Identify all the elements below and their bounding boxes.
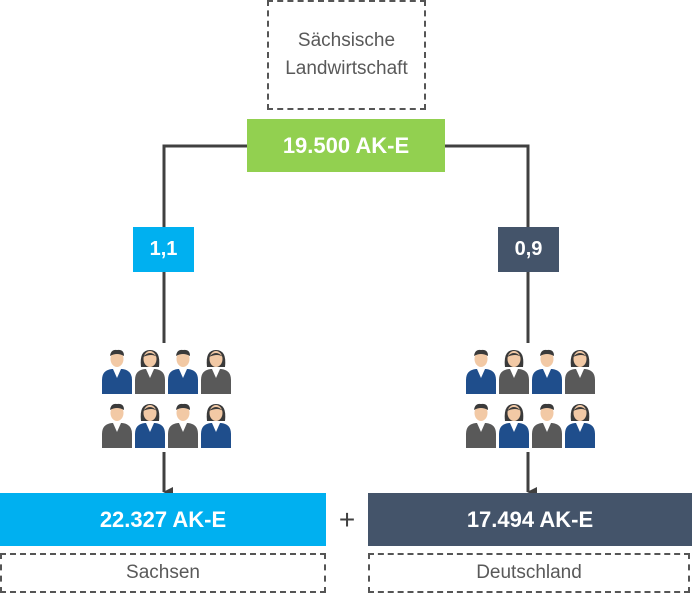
man-icon	[466, 349, 496, 394]
people-group-icon	[466, 349, 595, 448]
top-box: Sächsische Landwirtschaft	[267, 0, 426, 110]
factor-right: 0,9	[498, 227, 559, 272]
result-left-value: 22.327 AK-E	[99, 506, 227, 532]
center-box-value: 19.500 AK-E	[282, 132, 410, 158]
woman-icon	[499, 404, 529, 448]
woman-icon	[135, 350, 165, 394]
man-icon	[532, 349, 562, 394]
result-left: 22.327 AK-E	[0, 493, 326, 546]
man-icon	[168, 403, 198, 448]
factor-right-value: 0,9	[514, 238, 543, 260]
result-right: 17.494 AK-E	[368, 493, 692, 546]
plus-operator: +	[326, 500, 368, 540]
woman-icon	[565, 404, 595, 448]
label-deutschland-text: Deutschland	[476, 562, 582, 583]
plus-symbol: +	[338, 504, 356, 535]
label-sachsen-text: Sachsen	[126, 562, 200, 583]
woman-icon	[565, 350, 595, 394]
woman-icon	[201, 404, 231, 448]
label-sachsen: Sachsen	[0, 553, 326, 593]
result-right-value: 17.494 AK-E	[466, 506, 594, 532]
connector-left	[162, 144, 247, 343]
man-icon	[102, 349, 132, 394]
people-group-icon	[102, 349, 231, 448]
man-icon	[102, 403, 132, 448]
woman-icon	[499, 350, 529, 394]
man-icon	[532, 403, 562, 448]
man-icon	[466, 403, 496, 448]
woman-icon	[201, 350, 231, 394]
center-box: 19.500 AK-E	[247, 119, 445, 172]
woman-icon	[135, 404, 165, 448]
factor-left: 1,1	[133, 227, 194, 272]
top-box-label: Sächsische Landwirtschaft	[285, 30, 408, 79]
connector-right	[445, 144, 530, 343]
man-icon	[168, 349, 198, 394]
factor-left-value: 1,1	[149, 238, 178, 260]
label-deutschland: Deutschland	[368, 553, 690, 593]
